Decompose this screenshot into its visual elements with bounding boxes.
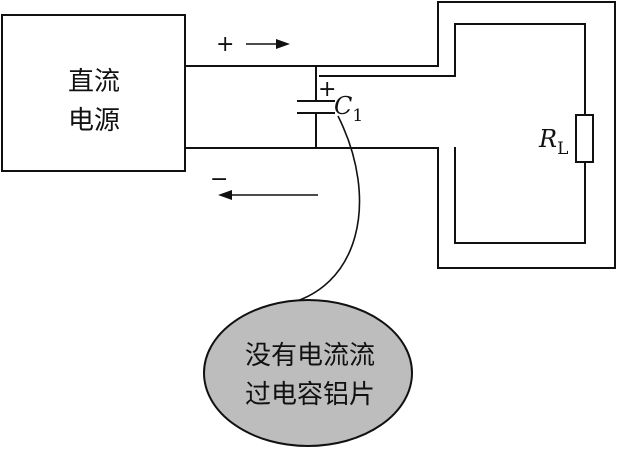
capacitor-c1: + C1 bbox=[297, 65, 363, 149]
callout-bubble: 没有电流流 过电容铝片 bbox=[203, 299, 413, 447]
power-supply-label-line1: 直流 bbox=[68, 67, 120, 97]
capacitor-label: C1 bbox=[334, 92, 363, 126]
outer-loop-wire bbox=[184, 1, 616, 269]
negative-sign: − bbox=[210, 167, 228, 192]
positive-sign: + bbox=[216, 32, 234, 57]
inner-load-loop-wire bbox=[319, 23, 586, 244]
callout-ellipse bbox=[203, 299, 413, 447]
resistor-label: RL bbox=[538, 125, 568, 159]
callout-leader-line bbox=[281, 115, 361, 306]
current-arrow-positive: + bbox=[216, 32, 290, 57]
capacitor-polarity-mark: + bbox=[318, 77, 336, 102]
positive-arrow-head bbox=[276, 39, 290, 49]
resistor-label-letter: R bbox=[538, 125, 557, 153]
capacitor-label-letter: C bbox=[334, 92, 352, 120]
callout-text-line2: 过电容铝片 bbox=[245, 380, 375, 410]
dc-power-supply: 直流 电源 bbox=[1, 14, 186, 172]
negative-arrow-head bbox=[218, 190, 232, 200]
resistor-label-subscript: L bbox=[557, 139, 568, 159]
power-supply-box bbox=[1, 14, 186, 172]
load-resistor-rl: RL bbox=[538, 114, 594, 163]
capacitor-label-subscript: 1 bbox=[352, 106, 363, 126]
power-supply-label-line2: 电源 bbox=[68, 106, 120, 136]
resistor-body bbox=[575, 114, 594, 163]
current-arrow-negative: − bbox=[210, 167, 318, 200]
callout-text-line1: 没有电流流 bbox=[245, 341, 375, 371]
